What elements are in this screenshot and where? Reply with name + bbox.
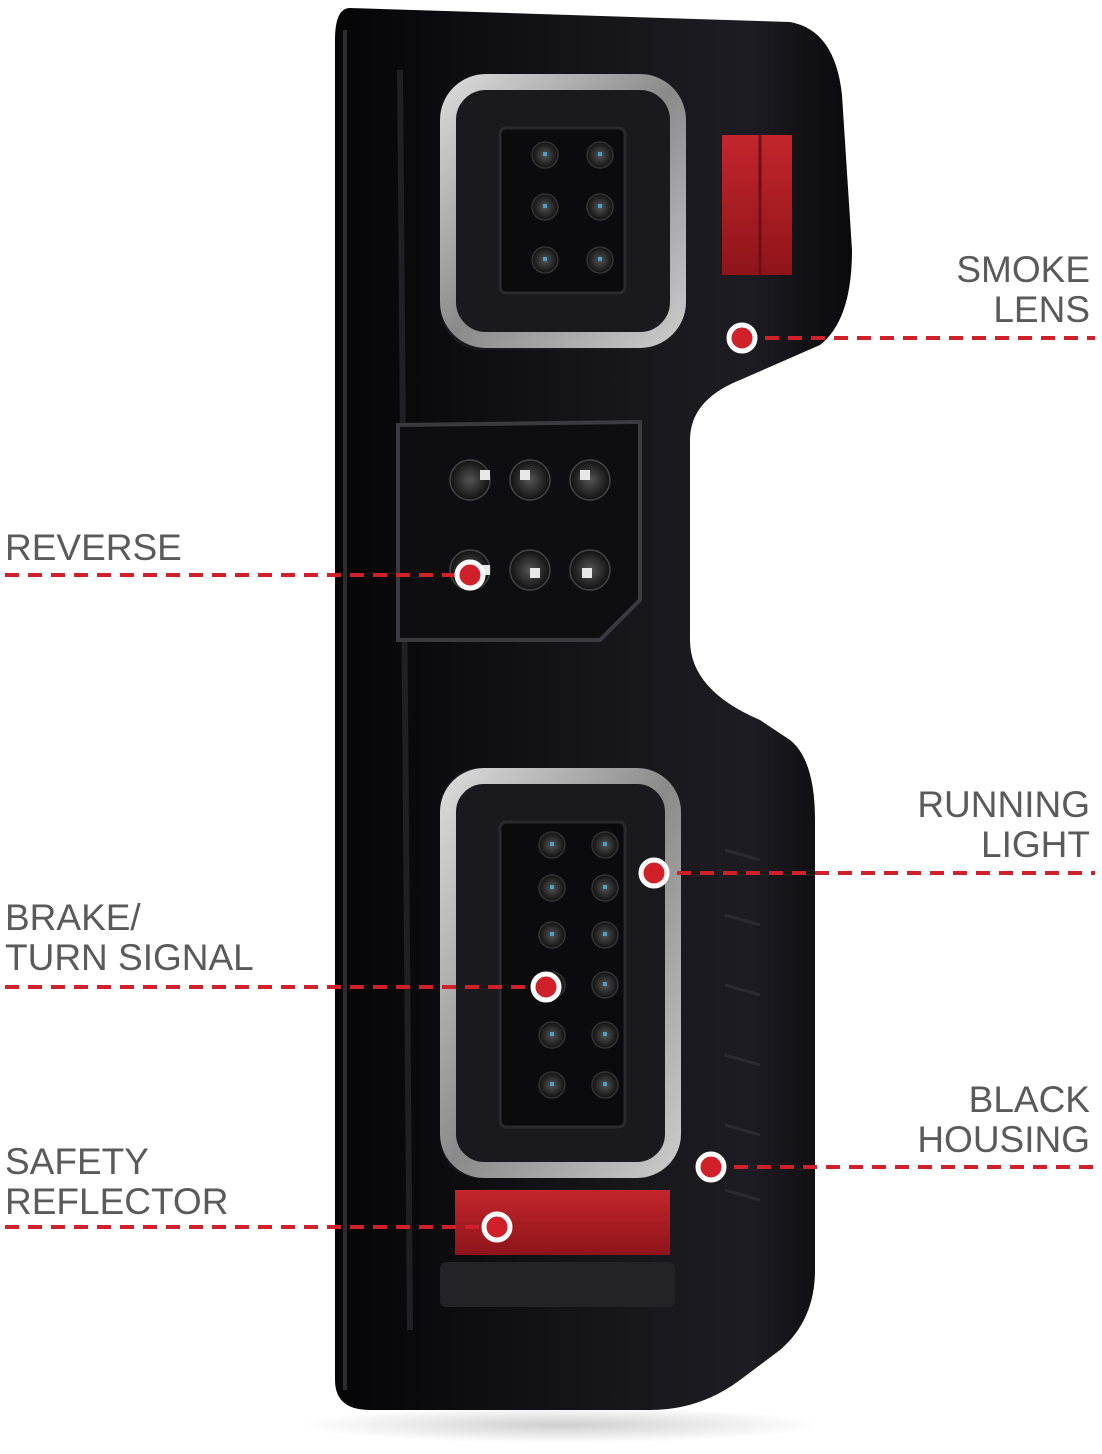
brake-turn-label: BRAKE/ TURN SIGNAL	[5, 898, 254, 978]
floor-shadow	[300, 1407, 820, 1443]
upper-side-reflector	[722, 135, 792, 275]
running-light-label: RUNNING LIGHT	[917, 785, 1090, 865]
safety-reflector-label-line2: REFLECTOR	[5, 1181, 229, 1222]
running-light-label-line1: RUNNING	[917, 784, 1090, 825]
brake-turn-dot	[530, 971, 562, 1003]
smoke-lens-label: SMOKE LENS	[956, 250, 1090, 330]
reverse-module	[396, 419, 642, 642]
safety-reflector-label: SAFETY REFLECTOR	[5, 1142, 228, 1222]
black-housing-label-line1: BLACK	[968, 1079, 1090, 1120]
black-housing-label: BLACK HOUSING	[917, 1080, 1090, 1160]
reverse-label-line1: REVERSE	[5, 527, 182, 568]
smoke-lens-label-line2: LENS	[993, 289, 1090, 330]
black-housing-dot	[695, 1151, 727, 1183]
running-light-label-line2: LIGHT	[981, 824, 1090, 865]
safety-reflector-dot	[481, 1211, 513, 1243]
lower-trim	[440, 1262, 675, 1307]
black-housing-label-line2: HOUSING	[917, 1119, 1090, 1160]
callout-dots	[454, 322, 758, 1243]
smoke-lens-label-line1: SMOKE	[956, 249, 1090, 290]
running-light-dot	[638, 857, 670, 889]
safety-reflector-label-line1: SAFETY	[5, 1141, 149, 1182]
upper-light-bar	[440, 74, 686, 348]
reverse-dot	[454, 559, 486, 591]
smoke-lens-dot	[726, 322, 758, 354]
callout-lines	[5, 336, 1095, 1229]
running-light-bar	[440, 768, 681, 1178]
reverse-label: REVERSE	[5, 528, 182, 568]
brake-turn-label-line2: TURN SIGNAL	[5, 937, 254, 978]
brake-led-array	[498, 820, 627, 1129]
brake-turn-label-line1: BRAKE/	[5, 897, 141, 938]
